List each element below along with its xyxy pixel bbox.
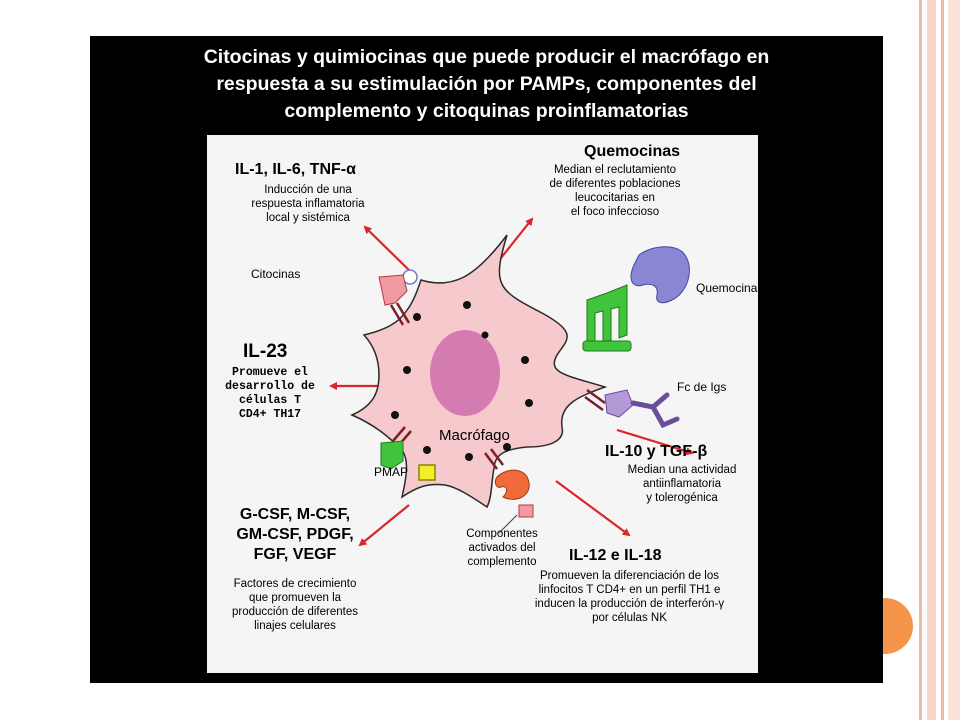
granule [525,399,533,407]
granule [503,443,511,451]
complement-receptor-body [494,469,530,500]
il23-line: desarrollo de [225,380,315,393]
arrow-gcsf [358,504,410,547]
il12-description: Promueven la diferenciación de los linfo… [507,569,752,625]
gcsf-heading-line: G-CSF, M-CSF, [239,506,351,523]
pmap-receptor-body [380,440,404,470]
cytokine-receptor [378,269,418,326]
il1-heading: IL-1, IL-6, TNF-α [235,161,356,178]
il23-description: Promueve el desarrollo de células T CD4+… [215,366,325,422]
quemocinas-line: Median el reclutamiento [553,164,677,176]
granule [481,331,489,339]
fc-receptor [584,388,680,429]
slide-edge-stripe-1 [919,0,922,720]
il10-line: antiinflamatoria [643,478,721,490]
il10-description: Median una actividad antiinflamatoria y … [612,463,752,505]
il23-line: CD4+ TH17 [238,408,302,421]
il1-description: Inducción de una respuesta inflamatoria … [243,183,373,225]
slide-edge-stripe-4 [948,0,960,720]
quemocina-receptor-base [582,340,632,352]
componentes-label: Componentes activados del complemento [452,527,552,569]
cytokine-receptor-body [378,274,408,306]
il23-line: Promueve el [232,366,308,379]
il12-line: por células NK [592,612,667,624]
nucleus [430,330,500,416]
fc-igs-label: Fc de Igs [677,380,727,394]
quemocina-receptor-body [586,284,628,346]
il10-heading: IL-10 y TGF-β [605,443,708,460]
fc-receptor-stalk [584,388,606,412]
pmap-square [418,464,436,481]
il1-line: respuesta inflamatoria [251,198,365,210]
complement-receptor-stalk [484,448,504,470]
quemocinas-description: Median el reclutamiento de diferentes po… [515,163,715,219]
il12-line: Promueven la diferenciación de los [540,570,719,582]
quemocinas-line: leucocitarias en [575,192,655,204]
granule [413,313,421,321]
gcsf-line: Factores de crecimiento [233,578,357,590]
il12-heading: IL-12 e IL-18 [569,547,662,564]
quemocinas-line: el foco infeccioso [570,206,660,218]
granule [463,301,471,309]
diagram-panel: IL-1, IL-6, TNF-α Inducción de una respu… [207,135,763,673]
title-line-2: respuesta a su estimulación por PAMPs, c… [216,73,757,95]
figure-title: Citocinas y quimiocinas que puede produc… [90,44,883,125]
gcsf-line: producción de diferentes [232,606,358,618]
quemocina-receptor [582,284,632,352]
gcsf-description: Factores de crecimiento que promueven la… [225,577,365,633]
gcsf-line: linajes celulares [254,620,336,632]
citocinas-label: Citocinas [251,267,301,281]
quemocinas-receptor-label: Quemocinas [696,281,764,295]
quemocinas-heading: Quemocinas [584,143,681,160]
title-line-1: Citocinas y quimiocinas que puede produc… [203,46,770,68]
gcsf-line: que promueven la [248,592,342,604]
slide-edge-stripe-3 [941,0,944,720]
pmap-label: PMAP [374,465,409,479]
gcsf-heading-line: GM-CSF, PDGF, [236,526,354,543]
il10-line: Median una actividad [627,464,737,476]
granule [391,411,399,419]
granule [521,356,529,364]
cell-label: Macrófago [439,427,510,444]
arrow-il12 [555,480,631,537]
granules [391,301,533,461]
il1-line: local y sistémica [266,212,350,224]
arrow-il1 [363,225,413,274]
il12-line: inducen la producción de interferón-γ [534,598,725,610]
il1-line: Inducción de una [264,184,352,196]
il10-line: y tolerogénica [646,492,718,504]
quemocinas-line: de diferentes poblaciones [549,178,681,190]
gcsf-heading-line: FGF, VEGF [253,546,337,563]
pmap-receptor [380,426,436,481]
granule [403,366,411,374]
figure-frame: Citocinas y quimiocinas que puede produc… [90,36,883,683]
granule [465,453,473,461]
arrow-il10 [616,428,694,456]
slide-edge-stripe-2 [927,0,936,720]
complement-pointer [498,514,518,534]
granule [423,446,431,454]
quemocina-molecule [630,246,690,304]
antibody-icon [630,392,680,429]
title-line-3: complemento y citoquinas proinflamatoria… [284,100,689,122]
gcsf-heading: G-CSF, M-CSF, GM-CSF, PDGF, FGF, VEGF [225,505,365,565]
componentes-line: complemento [467,556,537,568]
il23-heading: IL-23 [243,341,288,362]
componentes-line: activados del [468,542,536,554]
macrophage-diagram [329,217,694,547]
cytokine-receptor-stalk [389,302,411,326]
il23-line: células T [238,394,302,407]
complement-receptor [484,448,534,534]
componentes-line: Componentes [466,528,538,540]
complement-fragment [518,504,534,518]
fc-receptor-body [604,389,634,418]
il12-line: linfocitos T CD4+ en un perfil TH1 e [538,584,721,596]
